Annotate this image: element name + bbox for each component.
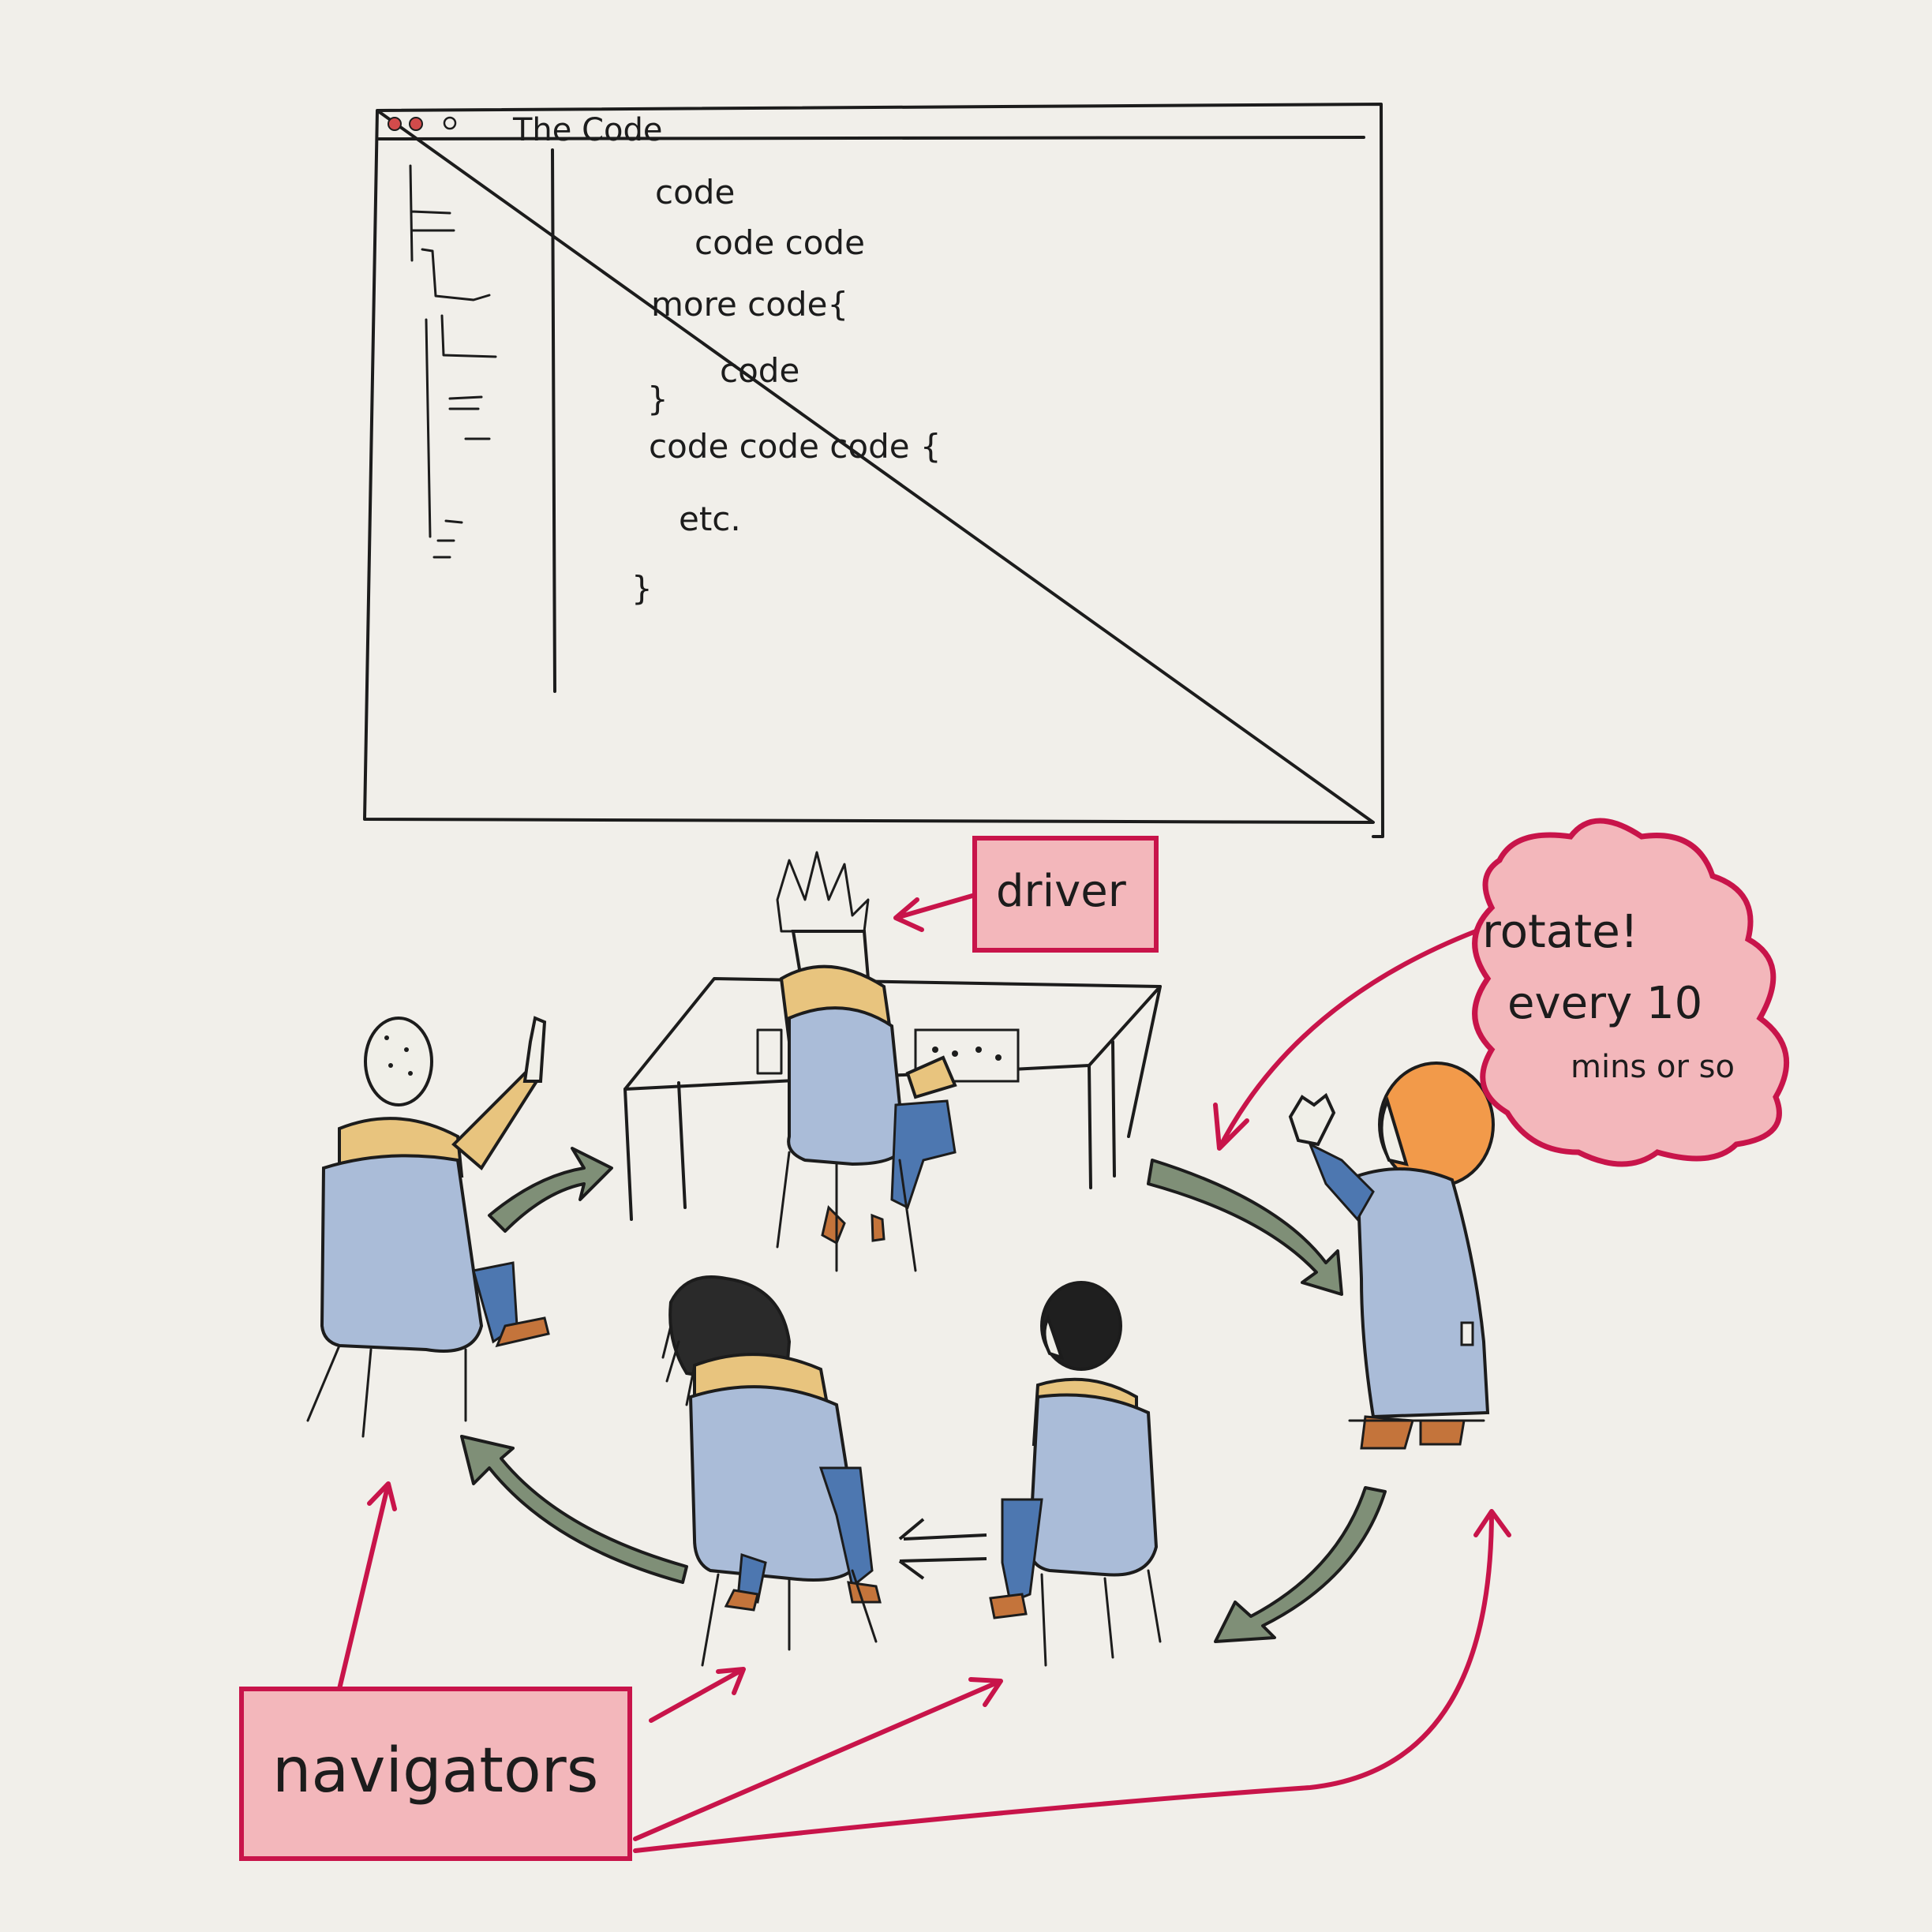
navigator-arrow bbox=[649, 1667, 746, 1723]
window-zoom-dot bbox=[443, 116, 457, 130]
code-line: code code code { bbox=[649, 427, 942, 466]
code-line: code bbox=[720, 351, 799, 390]
navigator-left bbox=[306, 1016, 550, 1438]
navigator-right bbox=[989, 1281, 1162, 1667]
curly-hair bbox=[1040, 1281, 1122, 1371]
driver-arrow bbox=[893, 893, 975, 932]
desk bbox=[623, 977, 1162, 1221]
file-tree-sidebar bbox=[409, 164, 497, 559]
waiting-person-standing bbox=[1288, 1061, 1495, 1450]
rotation-arrow bbox=[1214, 1486, 1387, 1643]
driver-person bbox=[776, 851, 957, 1272]
navigator-center bbox=[661, 1275, 882, 1667]
svg-text:every 10: every 10 bbox=[1507, 978, 1702, 1029]
navigator-arrow bbox=[633, 1677, 1003, 1841]
window-title: The Code bbox=[512, 112, 663, 148]
rotation-arrow bbox=[488, 1147, 613, 1233]
code-line: } bbox=[631, 569, 653, 608]
driver-hair bbox=[776, 851, 870, 933]
code-window: The Code code code code more code{ code … bbox=[363, 103, 1384, 838]
svg-text:navigators: navigators bbox=[272, 1735, 598, 1807]
navigator-arrow bbox=[633, 1509, 1511, 1853]
bald-head bbox=[364, 1017, 433, 1106]
rotation-arrow bbox=[898, 1518, 987, 1580]
desk-monitor bbox=[756, 1028, 783, 1075]
svg-text:mins or so: mins or so bbox=[1571, 1049, 1735, 1085]
rotate-arrow bbox=[1213, 929, 1478, 1151]
rotation-arrows bbox=[460, 1147, 1387, 1643]
svg-text:driver: driver bbox=[996, 866, 1127, 917]
rotation-arrow bbox=[460, 1435, 688, 1584]
window-close-dot bbox=[388, 117, 402, 131]
svg-text:rotate!: rotate! bbox=[1482, 904, 1638, 958]
window-minimize-dot bbox=[409, 117, 423, 131]
code-editor: code code code more code{ code } code co… bbox=[631, 173, 942, 608]
driver-label: driver bbox=[893, 836, 1159, 953]
code-line: more code{ bbox=[651, 285, 848, 324]
rotate-cloud: rotate! every 10 mins or so bbox=[1213, 818, 1790, 1167]
code-line: etc. bbox=[679, 500, 741, 538]
code-line: code code bbox=[695, 223, 865, 262]
navigators-label: navigators bbox=[239, 1481, 1511, 1861]
code-line: } bbox=[647, 380, 668, 418]
navigator-arrow bbox=[337, 1481, 397, 1691]
code-line: code bbox=[655, 173, 735, 212]
rotation-arrow bbox=[1147, 1159, 1343, 1296]
